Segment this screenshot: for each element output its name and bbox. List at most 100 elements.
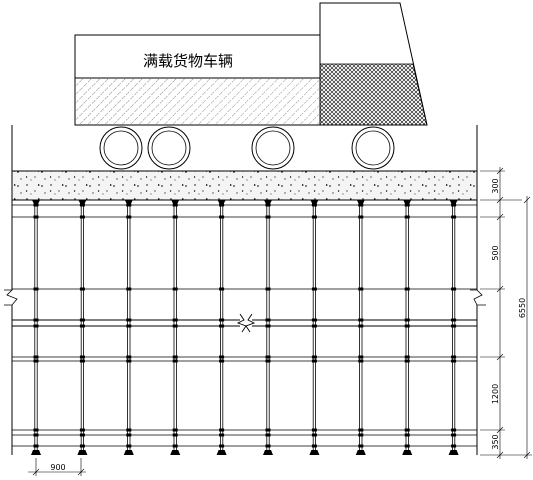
top-support (32, 200, 40, 204)
wheel (147, 126, 191, 170)
joint-marker (126, 444, 132, 448)
side-walls (4, 125, 486, 455)
joint-marker (451, 355, 457, 359)
joint-marker (358, 318, 364, 322)
joint-marker (265, 355, 271, 359)
wheel (351, 126, 395, 170)
truck-label: 满载货物车辆 (143, 52, 233, 70)
joint-marker (33, 324, 39, 328)
base-plate (170, 450, 181, 455)
dim-column-spacing: 900 (50, 463, 65, 472)
top-support (124, 200, 133, 204)
joint-marker (219, 433, 225, 437)
joint-marker (358, 433, 364, 437)
truck-wheels (99, 126, 395, 170)
wheel (99, 126, 143, 170)
joint-marker (79, 444, 85, 448)
top-support (310, 200, 319, 204)
joint-marker (358, 287, 364, 291)
joint-marker (404, 324, 410, 328)
joint-marker (358, 444, 364, 448)
joint-marker (33, 355, 39, 359)
joint-marker (451, 215, 457, 219)
base-plate (263, 450, 273, 455)
top-support (264, 200, 272, 204)
joint-marker (33, 203, 39, 207)
truck-cab-hatch (319, 63, 428, 126)
joint-marker (404, 355, 410, 359)
joint-marker (172, 444, 178, 448)
joint-marker (311, 433, 317, 437)
joint-marker (219, 444, 225, 448)
joint-marker (219, 359, 225, 363)
joint-marker (265, 359, 271, 363)
joint-marker (172, 433, 178, 437)
joint-marker (126, 324, 132, 328)
joint-marker (126, 355, 132, 359)
joint-marker (311, 359, 317, 363)
loaded-truck: 满载货物车辆 (74, 2, 428, 170)
joint-marker (358, 203, 364, 207)
joint-marker (358, 355, 364, 359)
base-plate (77, 450, 88, 455)
dim-lower-step: 1200 (491, 384, 500, 404)
joint-marker (172, 203, 178, 207)
joint-marker (311, 355, 317, 359)
joint-marker (265, 324, 271, 328)
base-plate (309, 450, 320, 455)
joint-marker (33, 359, 39, 363)
joint-marker (126, 215, 132, 219)
joint-marker (33, 428, 39, 432)
joint-marker (79, 287, 85, 291)
joint-marker (451, 287, 457, 291)
joint-marker (451, 428, 457, 432)
joint-marker (79, 433, 85, 437)
top-support (171, 200, 180, 204)
joint-marker (33, 433, 39, 437)
dim-slab-thickness: 300 (491, 178, 500, 193)
joint-marker (172, 359, 178, 363)
joint-marker (219, 355, 225, 359)
top-support (217, 200, 226, 204)
joint-marker (219, 428, 225, 432)
joint-marker (33, 287, 39, 291)
joint-marker (265, 428, 271, 432)
joint-marker (79, 355, 85, 359)
joint-marker (265, 318, 271, 322)
joint-marker (219, 324, 225, 328)
joint-marker (265, 287, 271, 291)
vertical-dimension-chain (480, 167, 532, 459)
joint-marker (311, 215, 317, 219)
joint-marker (33, 318, 39, 322)
base-plate (448, 450, 459, 455)
joint-marker (79, 215, 85, 219)
joint-marker (451, 203, 457, 207)
joint-marker (451, 318, 457, 322)
joint-marker (404, 359, 410, 363)
joint-marker (79, 359, 85, 363)
joint-marker (172, 428, 178, 432)
joint-marker (172, 318, 178, 322)
top-support (403, 200, 412, 204)
joint-marker (404, 215, 410, 219)
joint-marker (126, 428, 132, 432)
joint-marker (265, 444, 271, 448)
base-plate (123, 450, 134, 455)
joint-marker (33, 444, 39, 448)
top-support (449, 200, 458, 204)
joint-marker (126, 203, 132, 207)
joint-marker (358, 428, 364, 432)
dim-sweep-height: 350 (491, 434, 500, 449)
joint-marker (451, 433, 457, 437)
band-break-symbol (236, 313, 247, 333)
truck-cargo-hatch (76, 78, 319, 124)
joint-marker (79, 203, 85, 207)
joint-marker (404, 433, 410, 437)
joint-marker (126, 433, 132, 437)
dim-upper-step: 500 (491, 245, 500, 260)
top-support (356, 200, 365, 204)
base-plate (31, 450, 41, 455)
joint-marker (311, 428, 317, 432)
break-symbol-right (470, 289, 486, 306)
joint-marker (219, 287, 225, 291)
